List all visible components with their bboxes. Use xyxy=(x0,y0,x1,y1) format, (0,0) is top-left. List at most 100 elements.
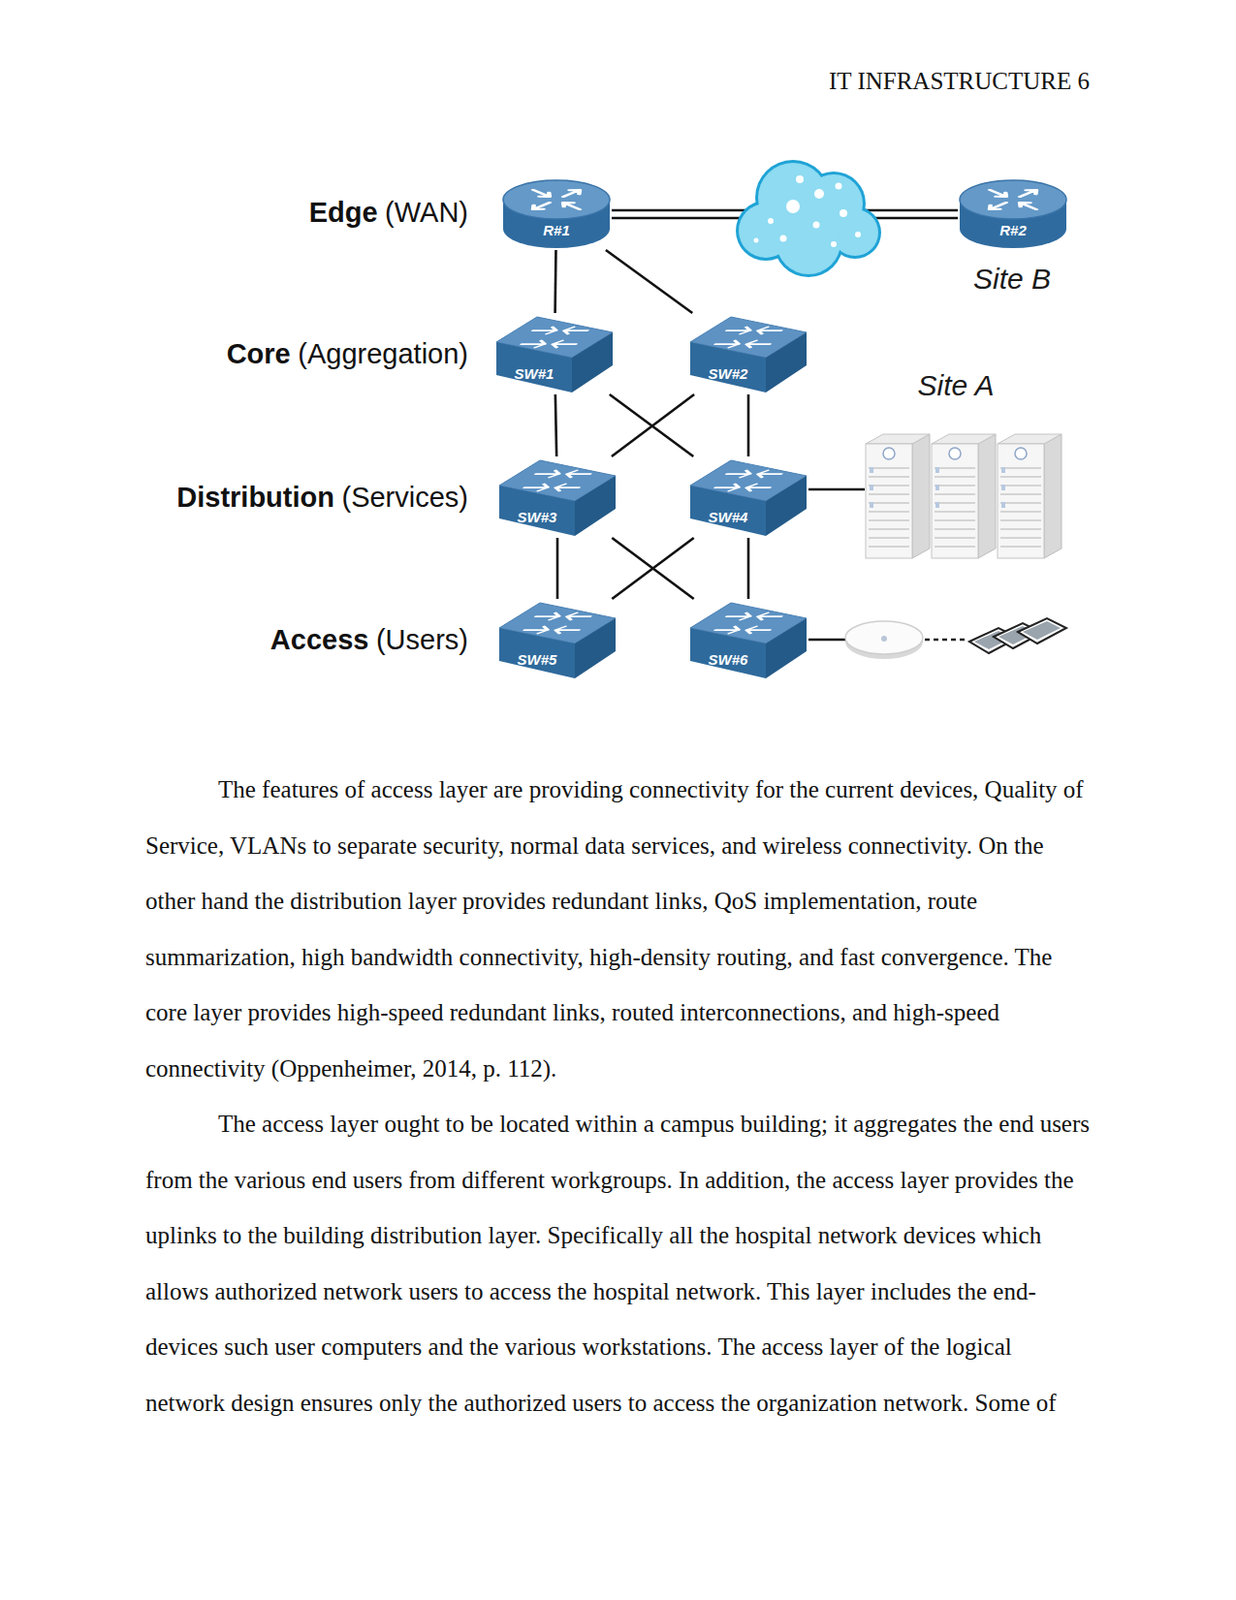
drawn-g xyxy=(712,613,785,634)
switch-icon-shape xyxy=(494,313,615,395)
drawn-path xyxy=(521,484,551,492)
link-stroke xyxy=(747,394,751,457)
drawn-circle xyxy=(776,210,841,275)
device-label: R#2 xyxy=(999,221,1027,239)
drawn-polygon xyxy=(765,618,807,679)
drawn-polygon xyxy=(765,475,807,537)
drawn-circle xyxy=(830,241,837,248)
link-stroke xyxy=(747,538,751,600)
drawn-ellipse xyxy=(503,180,610,220)
link-line xyxy=(555,394,557,457)
drawn-path xyxy=(518,341,548,349)
drawn-polygon xyxy=(574,475,616,537)
drawn-circle xyxy=(839,209,848,218)
page-header: IT INFRASTRUCTURE 6 xyxy=(828,67,1090,96)
link-stroke xyxy=(609,394,694,457)
ap-wire xyxy=(808,639,846,641)
drawn-g xyxy=(712,471,785,492)
switch-icon: SW#2 xyxy=(688,313,809,395)
link-line xyxy=(611,538,694,600)
drawn-line xyxy=(808,488,865,492)
drawn-path xyxy=(533,613,563,621)
drawn-path xyxy=(558,188,585,199)
drawn-path xyxy=(743,627,773,634)
drawn-circle xyxy=(767,218,774,224)
drawn-path xyxy=(724,327,754,335)
drawn-polygon xyxy=(496,342,572,393)
layer-role: (Services) xyxy=(341,481,469,514)
server-wire xyxy=(808,489,865,491)
drawn-path xyxy=(755,613,785,621)
switch-icon: SW#3 xyxy=(497,456,618,539)
link-line xyxy=(748,538,750,600)
router-icon: R#2 xyxy=(957,178,1069,251)
body-text: The features of access layer are providi… xyxy=(145,761,1091,1431)
drawn-path xyxy=(564,613,594,621)
device-label: SW#3 xyxy=(517,508,558,526)
drawn-line xyxy=(924,638,966,642)
drawn-path xyxy=(743,341,773,349)
link-stroke xyxy=(556,538,560,600)
link-stroke xyxy=(555,394,557,457)
drawn-path xyxy=(558,200,585,212)
drawn-g xyxy=(528,188,585,212)
link-line xyxy=(611,538,694,600)
drawn-path xyxy=(552,484,582,492)
drawn-path xyxy=(1014,188,1042,199)
link-line xyxy=(748,394,750,457)
drawn-path xyxy=(530,327,560,335)
layer-name: Access xyxy=(270,624,370,657)
link-stroke xyxy=(611,538,694,600)
drawn-path xyxy=(724,471,754,478)
drawn-path xyxy=(743,484,773,492)
layer-role: (WAN) xyxy=(384,196,469,229)
drawn-g xyxy=(521,471,594,492)
device-label: SW#2 xyxy=(708,365,749,382)
drawn-use xyxy=(997,434,1062,559)
drawn-g xyxy=(518,327,591,349)
drawn-use xyxy=(1017,618,1067,644)
drawn-path xyxy=(561,327,591,335)
link-line xyxy=(611,394,695,457)
link-line xyxy=(605,250,693,314)
drawn-path xyxy=(486,158,1086,691)
drawn-circle xyxy=(814,189,824,199)
drawn-circle xyxy=(780,235,788,243)
layer-name: Core xyxy=(226,338,291,371)
drawn-polygon xyxy=(765,332,807,393)
router-icon: R#1 xyxy=(501,178,612,251)
server-racks xyxy=(865,434,1062,559)
link-stroke xyxy=(605,250,693,314)
tablets xyxy=(969,618,1067,654)
layer-name: Distribution xyxy=(176,481,335,514)
device-label: SW#6 xyxy=(708,651,749,668)
drawn-circle xyxy=(786,199,800,214)
drawn-ellipse xyxy=(845,621,923,655)
drawn-path xyxy=(528,188,555,199)
switch-icon: SW#1 xyxy=(494,313,615,395)
layer-label-row: Core(Aggregation) xyxy=(0,338,469,371)
router-icon-shape xyxy=(501,178,612,251)
drawn-circle xyxy=(754,238,760,244)
wan-cloud xyxy=(735,159,882,278)
switch-icon: SW#6 xyxy=(688,599,809,681)
site-label: Site A xyxy=(918,369,995,403)
layer-label-row: Edge(WAN) xyxy=(0,196,469,229)
drawn-g xyxy=(521,613,594,634)
drawn-polygon xyxy=(690,342,766,393)
access-point xyxy=(845,621,923,660)
link-line xyxy=(554,250,557,314)
drawn-path xyxy=(724,613,754,621)
drawn-path xyxy=(1014,200,1042,212)
link-line xyxy=(609,394,694,457)
drawn-polygon xyxy=(499,485,575,537)
body-paragraph: The access layer ought to be located wit… xyxy=(145,1096,1091,1431)
body-paragraph: The features of access layer are providi… xyxy=(145,761,1091,1097)
drawn-rect xyxy=(939,157,1090,309)
switch-icon: SW#4 xyxy=(688,456,809,539)
link-stroke xyxy=(553,250,558,314)
device-label: SW#5 xyxy=(517,651,558,668)
drawn-path xyxy=(984,188,1012,199)
layer-name: Edge xyxy=(309,196,379,229)
drawn-use xyxy=(865,434,930,559)
